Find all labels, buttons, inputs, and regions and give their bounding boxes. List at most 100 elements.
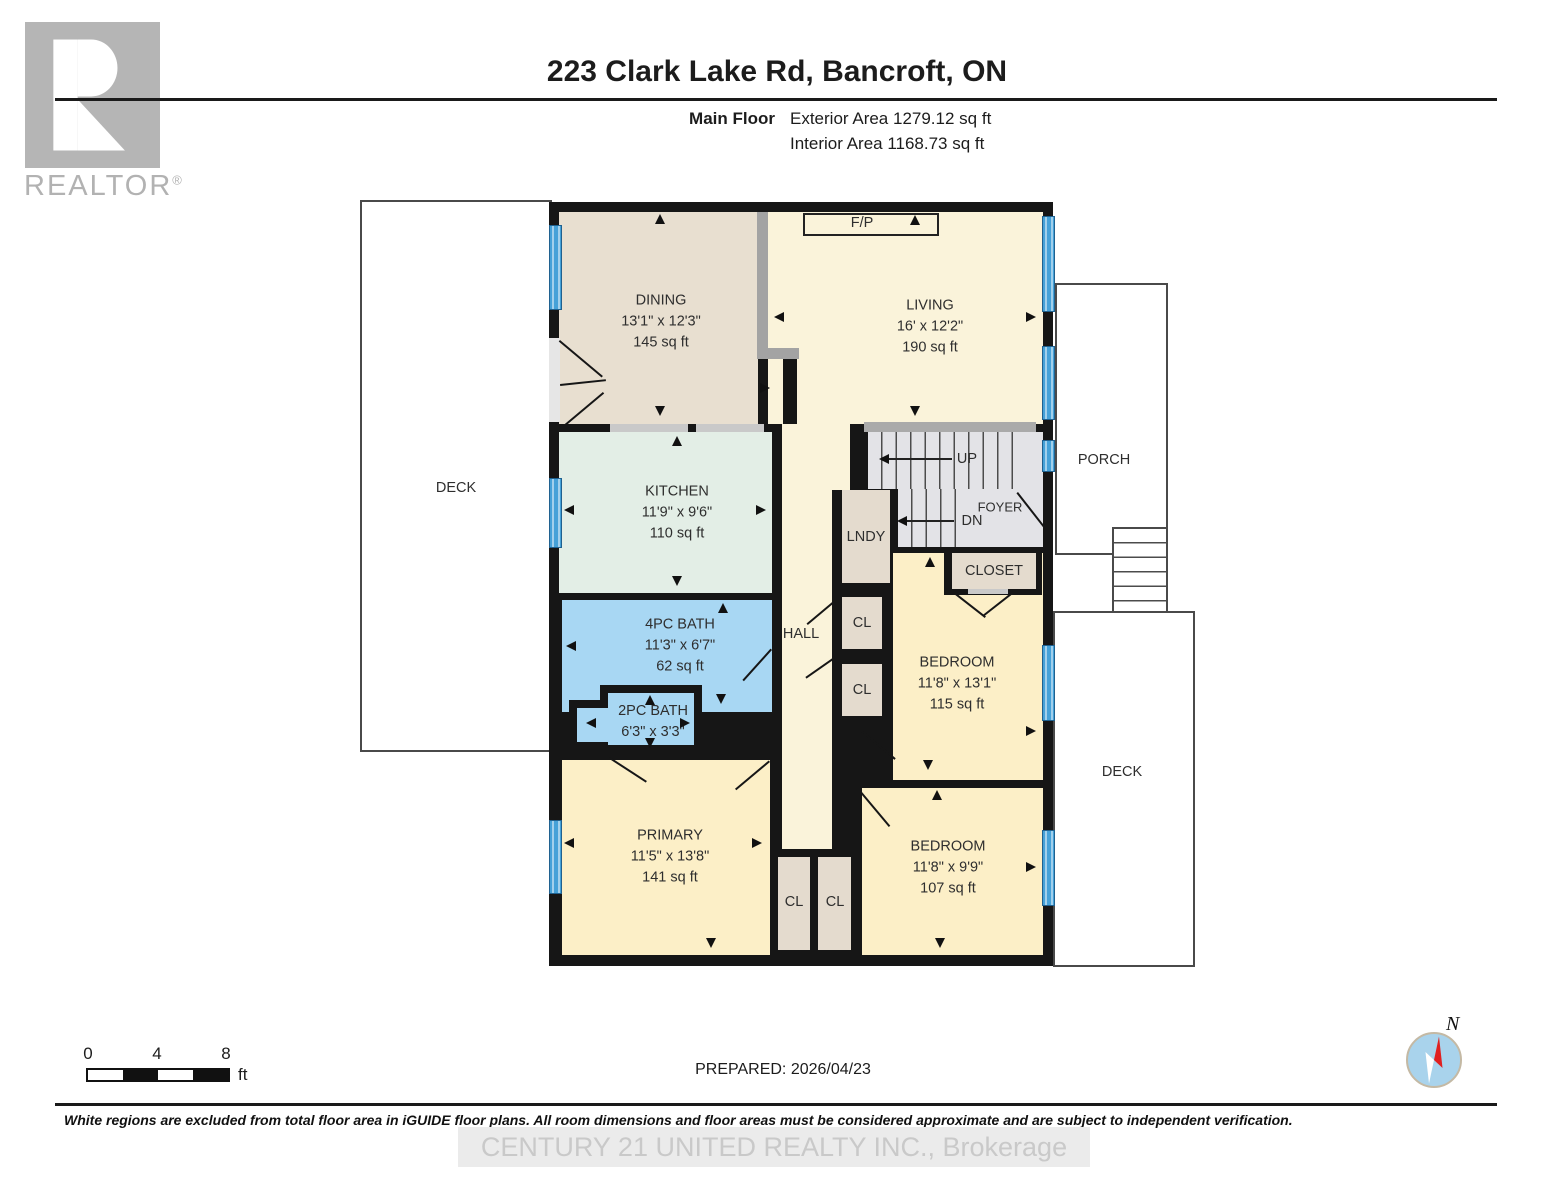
footer-divider: [55, 1103, 1497, 1106]
arrow-bedroom2-down: [935, 938, 945, 948]
closet-label: CLOSET: [964, 563, 1024, 579]
deck-left: [360, 200, 552, 752]
arrow-bedroom1-down: [923, 760, 933, 770]
arrow-dining-up: [655, 214, 665, 224]
down-label: DN: [961, 513, 983, 529]
porch-outline: [1055, 283, 1168, 555]
registered-mark: ®: [172, 172, 184, 188]
wall-dining-living-v: [757, 212, 768, 358]
closet-bedroom1-sill: [968, 589, 1008, 594]
room-kitchen: [559, 432, 772, 593]
room-laundry: [842, 490, 890, 583]
deck-right: [1053, 611, 1195, 967]
disclaimer-text: White regions are excluded from total fl…: [64, 1112, 1293, 1128]
arrow-kitchen-down: [672, 576, 682, 586]
arrow-kitchen-up: [672, 436, 682, 446]
room-dining: [559, 212, 758, 424]
arrow-bath2-right: [680, 718, 690, 728]
exterior-area: Exterior Area 1279.12 sq ft: [790, 109, 992, 128]
window-living-right-1: [1042, 216, 1055, 312]
window-bedroom1-right: [1042, 645, 1055, 721]
stairs-down: [898, 489, 963, 547]
opening-dining-kitchen-1: [610, 424, 688, 432]
up-label: UP: [956, 451, 978, 467]
doorway-dining-left: [549, 338, 560, 422]
porch-stairs: [1112, 527, 1168, 613]
wall-dining-living-h: [757, 348, 799, 359]
arrow-kitchen-left: [564, 505, 574, 515]
arrow-bath2-left: [586, 718, 596, 728]
arrow-bath2-up: [645, 695, 655, 705]
arrow-bath2-down: [645, 738, 655, 748]
cl-bottom-right-label: CL: [825, 894, 845, 910]
window-living-right-2: [1042, 346, 1055, 420]
arrow-bedroom2-right: [1026, 862, 1036, 872]
up-arrow-line: [888, 458, 952, 460]
arrow-living-left: [774, 312, 784, 322]
window-bedroom2-right: [1042, 830, 1055, 906]
scale-bar: [86, 1068, 230, 1082]
brokerage-watermark-text: CENTURY 21 UNITED REALTY INC., Brokerage: [480, 1131, 1068, 1162]
laundry-label: LNDY: [846, 529, 886, 545]
compass-icon: N: [1406, 1016, 1462, 1088]
closet-bottom-right: [818, 857, 851, 950]
prepared-date: PREPARED: 2026/04/23: [695, 1061, 871, 1078]
arrow-bath4-left: [566, 641, 576, 651]
closet-upper: [842, 597, 882, 649]
scale-tick-8: 8: [221, 1044, 231, 1063]
room-foyer: [963, 489, 1043, 547]
arrow-bath4-down: [716, 694, 726, 704]
room-bedroom2: [862, 788, 1043, 955]
cl-upper-label: CL: [852, 615, 872, 631]
arrow-kitchen-right: [756, 505, 766, 515]
scale-unit: ft: [238, 1065, 248, 1084]
stairs-hatch: [864, 422, 1036, 432]
foyer-upper: [1020, 432, 1043, 489]
arrow-primary-left: [564, 838, 574, 848]
window-primary-left: [549, 820, 562, 894]
scale-tick-4: 4: [152, 1044, 162, 1063]
page-title: 223 Clark Lake Rd, Bancroft, ON: [546, 55, 1008, 88]
arrow-bedroom1-up: [925, 557, 935, 567]
closet-bedroom1: [952, 553, 1036, 589]
arrow-dining-right: [760, 383, 770, 393]
wall-stub-hall: [783, 359, 797, 426]
down-arrow-line: [906, 520, 954, 522]
window-foyer-right: [1042, 440, 1055, 472]
brokerage-watermark: CENTURY 21 UNITED REALTY INC., Brokerage: [458, 1127, 1090, 1167]
room-living: [768, 212, 1043, 424]
arrow-primary-right: [752, 838, 762, 848]
compass-north-label: N: [1445, 1016, 1461, 1035]
up-arrow-head: [879, 454, 889, 464]
window-dining-left: [549, 225, 562, 310]
arrow-primary-down: [706, 938, 716, 948]
realtor-logo-text: REALTOR®: [24, 170, 184, 202]
arrow-fp-up: [910, 215, 920, 225]
interior-area: Interior Area 1168.73 sq ft: [790, 134, 985, 153]
arrow-living-down: [910, 406, 920, 416]
deck-left-label: DECK: [435, 480, 477, 496]
scale-tick-0: 0: [83, 1044, 93, 1063]
arrow-bedroom2-up: [932, 790, 942, 800]
room-hall: [782, 424, 832, 849]
cl-lower-label: CL: [852, 682, 872, 698]
deck-right-label: DECK: [1101, 764, 1143, 780]
arrow-dining-down: [655, 406, 665, 416]
porch-label: PORCH: [1077, 452, 1131, 468]
arrow-living-right: [1026, 312, 1036, 322]
room-primary: [562, 760, 770, 955]
down-arrow-head: [897, 516, 907, 526]
header-divider: [55, 98, 1497, 101]
realtor-logo: [25, 22, 160, 168]
window-kitchen-left: [549, 478, 562, 548]
closet-bottom-left: [778, 857, 810, 950]
